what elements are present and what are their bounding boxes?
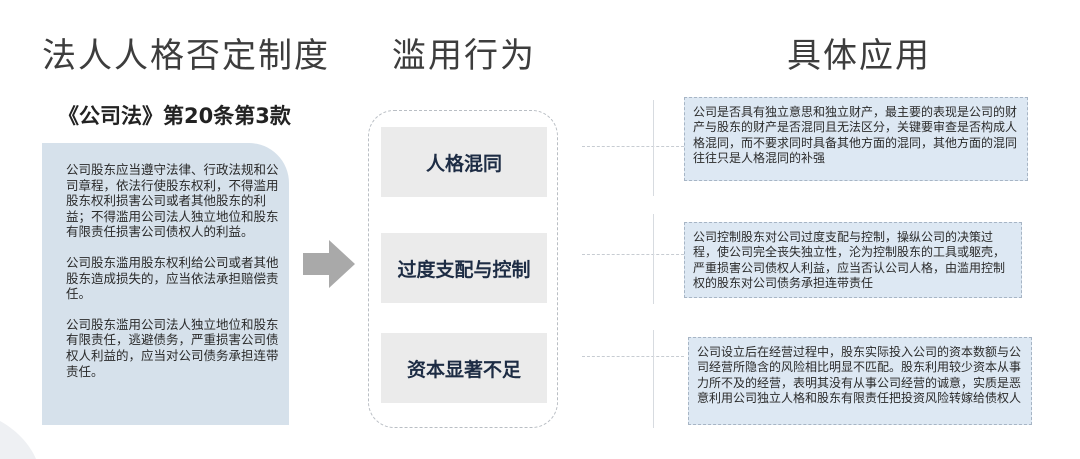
- behavior-group-frame: [368, 110, 558, 428]
- law-paragraph: 公司股东滥用公司法人独立地位和股东有限责任，逃避债务，严重损害公司债权人利益的，…: [66, 316, 279, 379]
- divider-line: [653, 330, 654, 428]
- law-paragraph: 公司股东应当遵守法律、行政法规和公司章程，依法行使股东权利，不得滥用股东权利损害…: [66, 162, 279, 240]
- behavior-box: 过度支配与控制: [381, 233, 547, 303]
- connector-line: [582, 254, 684, 255]
- right-arrow-icon: [303, 240, 355, 288]
- law-column-title: 法人人格否定制度: [42, 36, 330, 76]
- decorative-swoosh: [0, 421, 36, 459]
- application-column-title: 具体应用: [787, 36, 931, 76]
- connector-line: [582, 356, 684, 357]
- law-reference: 《公司法》第20条第3款: [58, 104, 291, 128]
- application-box: 公司是否具有独立意思和独立财产，最主要的表现是公司的财产与股东的财产是否混同且无…: [684, 97, 1028, 181]
- behavior-column-title: 滥用行为: [392, 36, 536, 76]
- application-box: 公司控制股东对公司过度支配与控制，操纵公司的决策过程，使公司完全丧失独立性，沦为…: [684, 222, 1022, 298]
- divider-line: [653, 214, 654, 304]
- law-text-box: 公司股东应当遵守法律、行政法规和公司章程，依法行使股东权利，不得滥用股东权利损害…: [42, 143, 289, 425]
- divider-line: [653, 100, 654, 196]
- connector-line: [582, 146, 684, 147]
- behavior-box: 资本显著不足: [381, 333, 547, 403]
- law-paragraph: 公司股东滥用股东权利给公司或者其他股东造成损失的，应当依法承担赔偿责任。: [66, 254, 279, 302]
- behavior-box: 人格混同: [381, 127, 547, 197]
- application-box: 公司设立后在经营过程中，股东实际投入公司的资本数额与公司经营所隐含的风险相比明显…: [688, 337, 1032, 425]
